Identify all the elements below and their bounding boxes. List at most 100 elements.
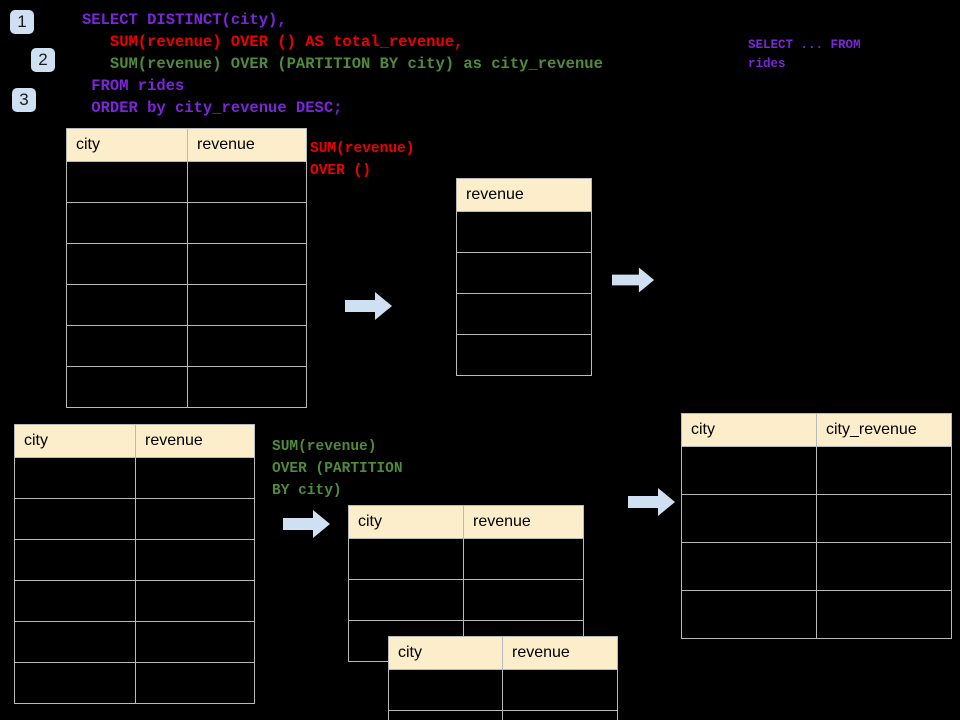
table-cell-empty xyxy=(187,243,307,285)
table-cell-empty xyxy=(456,252,592,294)
table-row xyxy=(348,538,584,580)
table-cell-empty xyxy=(456,334,592,376)
table-cell-empty xyxy=(14,457,136,499)
table-row xyxy=(14,621,255,663)
column-header-city: city xyxy=(66,128,188,162)
right-arrow-icon xyxy=(283,510,330,538)
table-cell-empty xyxy=(66,366,188,408)
table-row xyxy=(681,590,952,639)
sql-line-1: SELECT DISTINCT(city), xyxy=(82,11,287,29)
table-cell-empty xyxy=(135,498,255,540)
table-cell-empty xyxy=(816,542,952,591)
total-revenue-table: revenue xyxy=(456,178,592,376)
column-header-revenue: revenue xyxy=(502,636,618,670)
sum-over-partition-annotation-line-3: BY city) xyxy=(272,483,342,499)
table-cell-empty xyxy=(66,161,188,203)
table-cell-empty xyxy=(187,161,307,203)
table-cell-empty xyxy=(502,710,618,720)
sum-over-empty-annotation: SUM(revenue)OVER () xyxy=(310,138,414,182)
sql-side-note: SELECT ... FROM rides xyxy=(748,36,861,74)
column-header-revenue: revenue xyxy=(456,178,592,212)
table-header-row: revenue xyxy=(456,178,592,212)
table-row xyxy=(66,366,307,408)
table-row xyxy=(681,542,952,591)
table-cell-empty xyxy=(66,202,188,244)
sum-over-empty-annotation-line-2: OVER () xyxy=(310,163,371,179)
table-cell-empty xyxy=(135,580,255,622)
table-row xyxy=(388,710,618,720)
table-row xyxy=(456,252,592,294)
table-cell-empty xyxy=(187,284,307,326)
arrow-total-to-result xyxy=(612,267,655,293)
table-row xyxy=(348,579,584,621)
column-header-city: city xyxy=(681,413,817,447)
table-row xyxy=(681,446,952,495)
table-cell-empty xyxy=(14,662,136,704)
table-cell-empty xyxy=(14,539,136,581)
table-cell-empty xyxy=(681,494,817,543)
step-badge-3: 3 xyxy=(12,88,36,112)
table-cell-empty xyxy=(463,538,584,580)
column-header-revenue: revenue xyxy=(135,424,255,458)
table-cell-empty xyxy=(348,538,464,580)
column-header-city_revenue: city_revenue xyxy=(816,413,952,447)
side-note-line-2: rides xyxy=(748,57,786,71)
table-cell-empty xyxy=(66,243,188,285)
table-cell-empty xyxy=(502,669,618,711)
table-row xyxy=(14,457,255,499)
sum-over-partition-annotation: SUM(revenue) OVER (PARTITION BY city) xyxy=(272,436,403,502)
table-cell-empty xyxy=(816,446,952,495)
table-row xyxy=(456,293,592,335)
table-cell-empty xyxy=(681,590,817,639)
sql-line-4: FROM rides xyxy=(91,77,185,95)
arrow-source-to-total xyxy=(345,292,392,320)
step-badge-2: 2 xyxy=(31,48,55,72)
table-cell-empty xyxy=(14,498,136,540)
table-row xyxy=(66,202,307,244)
column-header-city: city xyxy=(14,424,136,458)
table-cell-empty xyxy=(14,580,136,622)
table-row xyxy=(456,211,592,253)
table-cell-empty xyxy=(135,539,255,581)
right-arrow-icon xyxy=(612,267,655,293)
table-cell-empty xyxy=(187,325,307,367)
sql-query-block: SELECT DISTINCT(city),SUM(revenue) OVER … xyxy=(82,9,603,119)
table-row xyxy=(66,325,307,367)
table-cell-empty xyxy=(388,710,503,720)
table-row xyxy=(66,284,307,326)
sum-over-partition-annotation-line-2: OVER (PARTITION xyxy=(272,461,403,477)
table-cell-empty xyxy=(456,293,592,335)
table-cell-empty xyxy=(66,284,188,326)
table-cell-empty xyxy=(14,621,136,663)
table-cell-empty xyxy=(681,542,817,591)
table-cell-empty xyxy=(187,366,307,408)
right-arrow-icon xyxy=(345,292,392,320)
column-header-revenue: revenue xyxy=(187,128,307,162)
table-row xyxy=(14,539,255,581)
arrow-source-to-partition xyxy=(283,510,330,538)
table-row xyxy=(66,243,307,285)
table-row xyxy=(66,161,307,203)
column-header-revenue: revenue xyxy=(463,505,584,539)
sum-over-partition-annotation-line-1: SUM(revenue) xyxy=(272,439,377,455)
right-arrow-icon xyxy=(628,488,675,516)
table-cell-empty xyxy=(135,621,255,663)
table-cell-empty xyxy=(348,579,464,621)
arrow-partition-to-result xyxy=(628,488,675,516)
column-header-city: city xyxy=(348,505,464,539)
table-row xyxy=(14,580,255,622)
table-cell-empty xyxy=(816,590,952,639)
table-row xyxy=(456,334,592,376)
table-cell-empty xyxy=(187,202,307,244)
column-header-city: city xyxy=(388,636,503,670)
table-cell-empty xyxy=(66,325,188,367)
side-note-line-1: SELECT ... FROM xyxy=(748,38,861,52)
table-row xyxy=(388,669,618,711)
